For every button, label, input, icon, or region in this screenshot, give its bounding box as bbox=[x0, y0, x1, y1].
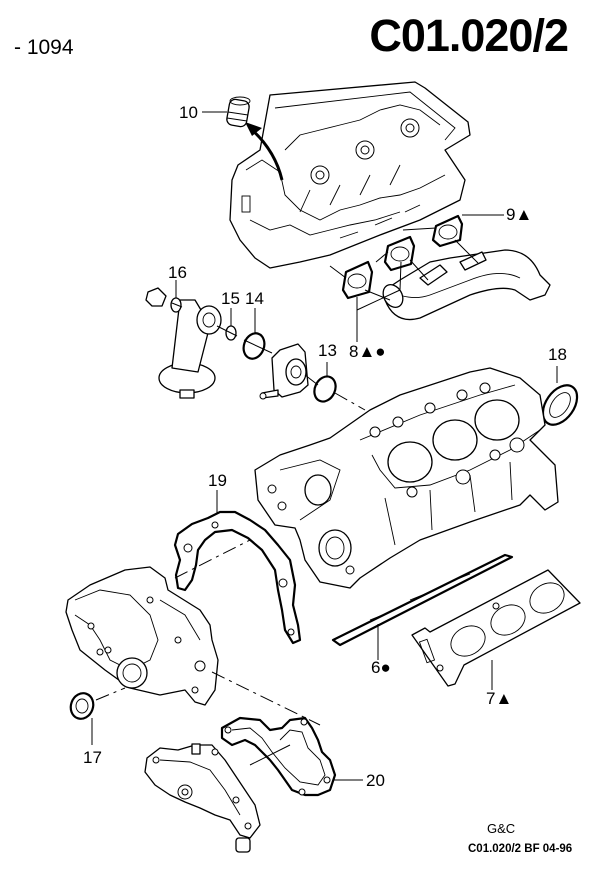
callout-9: 9▲ bbox=[506, 205, 532, 224]
gasket-8a[interactable] bbox=[341, 260, 374, 300]
gasket-9[interactable] bbox=[431, 214, 464, 248]
callout-18: 18 bbox=[548, 345, 567, 364]
crankshaft-seal-18[interactable] bbox=[536, 379, 584, 431]
cooler-guide bbox=[334, 392, 366, 411]
callout-16: 16 bbox=[168, 263, 187, 282]
leader-16-15-14 bbox=[175, 280, 256, 333]
callout-19: 19 bbox=[208, 471, 227, 490]
cooler-axis bbox=[304, 374, 319, 386]
diagram-title: C01.020/2 bbox=[369, 10, 569, 61]
water-pump[interactable] bbox=[144, 743, 261, 853]
callout-17: 17 bbox=[83, 748, 102, 767]
plug-10[interactable] bbox=[226, 96, 251, 128]
callout-6: 6● bbox=[371, 658, 391, 677]
crankshaft-seal-17[interactable] bbox=[67, 690, 97, 722]
gasket-8b[interactable] bbox=[383, 235, 416, 272]
seal17-guide bbox=[95, 687, 126, 701]
callout-14: 14 bbox=[245, 289, 264, 308]
adapter-axis bbox=[171, 302, 273, 354]
callout-20: 20 bbox=[366, 771, 385, 790]
callout-15: 15 bbox=[221, 289, 240, 308]
water-pump-gasket-20[interactable] bbox=[220, 716, 337, 797]
oil-filter-bolt[interactable] bbox=[145, 287, 167, 307]
publisher-mark: G&C bbox=[487, 821, 516, 836]
callout-13: 13 bbox=[318, 341, 337, 360]
callout-7: 7▲ bbox=[486, 689, 512, 708]
arrow-head bbox=[245, 122, 262, 136]
cover-guide bbox=[211, 671, 321, 726]
callout-8: 8▲● bbox=[349, 342, 386, 361]
engine-block[interactable] bbox=[254, 367, 559, 589]
pump-gasket-guide bbox=[249, 744, 291, 766]
exhaust-manifold[interactable] bbox=[379, 249, 551, 321]
cylinder-head-gasket-7[interactable] bbox=[411, 569, 581, 687]
valley-gasket-6[interactable] bbox=[331, 553, 514, 647]
leader-8 bbox=[356, 261, 402, 342]
seal-ring-13[interactable] bbox=[310, 373, 339, 405]
oil-cooler[interactable] bbox=[259, 343, 309, 400]
page-reference: - 1094 bbox=[14, 36, 74, 59]
timing-cover-gasket-19[interactable] bbox=[173, 510, 302, 645]
timing-cover[interactable] bbox=[65, 566, 219, 706]
seal-ring-14[interactable] bbox=[240, 330, 268, 361]
oil-filter-adapter[interactable] bbox=[158, 299, 222, 399]
manifold-guides bbox=[364, 239, 479, 301]
callout-10: 10 bbox=[179, 103, 198, 122]
footer-code: C01.020/2 BF 04-96 bbox=[468, 843, 573, 855]
cylinder-head[interactable] bbox=[229, 81, 471, 269]
gasket-guides bbox=[329, 227, 437, 279]
